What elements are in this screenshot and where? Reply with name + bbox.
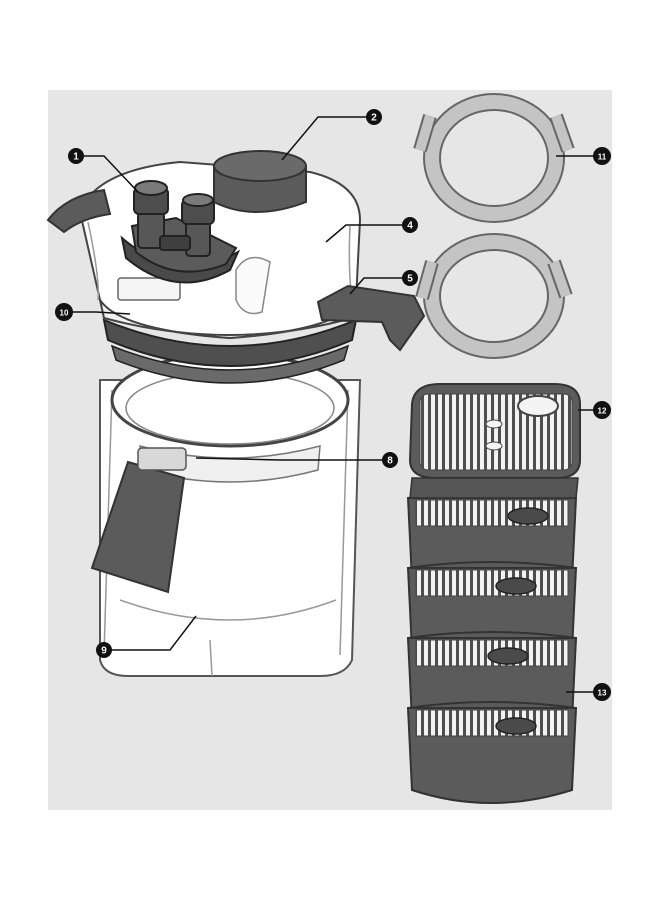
left-handle bbox=[46, 188, 112, 234]
hoses bbox=[413, 93, 575, 359]
callout-1: 1 bbox=[68, 148, 84, 164]
svg-text:9: 9 bbox=[101, 646, 107, 657]
seal-ring bbox=[102, 318, 358, 367]
top-cap bbox=[213, 150, 307, 213]
callout-13: 13 bbox=[593, 683, 611, 701]
svg-text:8: 8 bbox=[387, 456, 393, 467]
callout-12: 12 bbox=[593, 401, 611, 419]
svg-text:4: 4 bbox=[407, 221, 413, 232]
svg-text:5: 5 bbox=[407, 274, 413, 285]
latch bbox=[90, 460, 186, 594]
seal-ring-lower bbox=[110, 344, 350, 384]
svg-text:1: 1 bbox=[73, 152, 79, 163]
svg-text:11: 11 bbox=[598, 153, 607, 162]
callout-11: 11 bbox=[593, 147, 611, 165]
callout-5: 5 bbox=[402, 270, 418, 286]
callout-8: 8 bbox=[382, 452, 398, 468]
svg-text:10: 10 bbox=[60, 309, 69, 318]
hose-connectors bbox=[120, 180, 241, 284]
callout-10: 10 bbox=[55, 303, 73, 321]
callout-4: 4 bbox=[402, 217, 418, 233]
callout-badges: 1 2 4 5 8 9 10 11 12 13 bbox=[55, 109, 611, 701]
strainer-lid bbox=[408, 383, 581, 499]
media-trays bbox=[406, 491, 578, 804]
latch-hinge bbox=[137, 447, 187, 471]
svg-text:2: 2 bbox=[371, 113, 377, 124]
svg-text:12: 12 bbox=[598, 407, 607, 416]
carry-handle bbox=[316, 284, 426, 352]
callout-2: 2 bbox=[366, 109, 382, 125]
callout-9: 9 bbox=[96, 642, 112, 658]
svg-text:13: 13 bbox=[598, 689, 607, 698]
media-tray bbox=[406, 701, 578, 804]
